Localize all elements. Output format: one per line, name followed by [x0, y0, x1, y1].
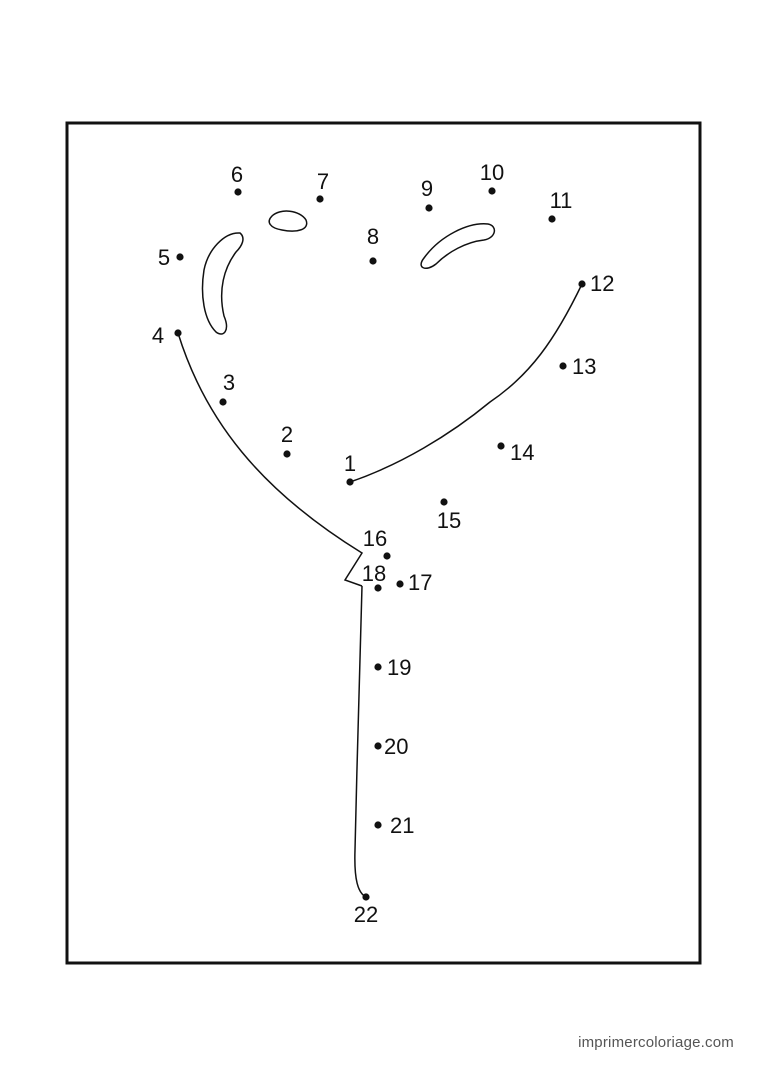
- dot-number-label: 9: [421, 176, 433, 201]
- dot-3: 3: [219, 370, 235, 406]
- dot-point: [176, 253, 184, 261]
- dot-number-label: 20: [384, 734, 408, 759]
- dot-number-label: 11: [550, 188, 573, 213]
- dot-10: 10: [480, 160, 504, 195]
- dot-number-label: 10: [480, 160, 504, 185]
- dot-point: [234, 188, 242, 196]
- dot-point: [578, 280, 586, 288]
- dot-point: [362, 893, 370, 901]
- dot-point: [374, 742, 382, 750]
- dot-number-label: 16: [363, 526, 387, 551]
- dot-number-label: 3: [223, 370, 235, 395]
- dot-21: 21: [374, 813, 414, 838]
- dot-14: 14: [497, 440, 534, 465]
- dot-number-label: 13: [572, 354, 596, 379]
- dot-number-label: 15: [437, 508, 461, 533]
- dot-13: 13: [559, 354, 596, 379]
- dot-number-label: 17: [408, 570, 432, 595]
- dot-7: 7: [316, 169, 329, 203]
- balloon-outline-right: [349, 283, 583, 483]
- dot-point: [219, 398, 227, 406]
- dot-5: 5: [158, 245, 184, 270]
- dot-number-label: 2: [281, 422, 293, 447]
- dot-number-label: 14: [510, 440, 534, 465]
- dot-12: 12: [578, 271, 614, 296]
- dot-number-label: 5: [158, 245, 170, 270]
- dot-point: [488, 187, 496, 195]
- dot-point: [174, 329, 182, 337]
- worksheet-frame: [65, 121, 702, 965]
- dot-point: [548, 215, 556, 223]
- site-watermark: imprimercoloriage.com: [578, 1034, 734, 1051]
- dot-6: 6: [231, 162, 243, 196]
- dot-point: [369, 257, 377, 265]
- dot-16: 16: [363, 526, 391, 560]
- dot-point: [374, 663, 382, 671]
- dot-20: 20: [374, 734, 408, 759]
- dot-number-label: 12: [590, 271, 614, 296]
- dot-number-label: 18: [362, 561, 386, 586]
- balloon-string: [354, 585, 367, 898]
- dot-point: [346, 478, 354, 486]
- dot-point: [374, 821, 382, 829]
- balloon-highlight-top: [268, 210, 308, 232]
- dot-9: 9: [421, 176, 433, 212]
- dot-point: [283, 450, 291, 458]
- dot-number-label: 1: [344, 451, 356, 476]
- dot-point: [316, 195, 324, 203]
- dot-point: [440, 498, 448, 506]
- dot-number-label: 6: [231, 162, 243, 187]
- dot-15: 15: [437, 498, 461, 533]
- dot-point: [559, 362, 567, 370]
- dot-number-label: 19: [387, 655, 411, 680]
- dot-18: 18: [362, 561, 386, 592]
- dot-number-label: 21: [390, 813, 414, 838]
- balloon-highlight-right: [420, 223, 496, 269]
- dot-11: 11: [548, 188, 572, 223]
- balloon-outline-left: [177, 332, 364, 587]
- dot-number-label: 8: [367, 224, 379, 249]
- dot-point: [425, 204, 433, 212]
- dot-point: [497, 442, 505, 450]
- dot-number-label: 7: [317, 169, 329, 194]
- dot-19: 19: [374, 655, 411, 680]
- dot-17: 17: [396, 570, 432, 595]
- dot-2: 2: [281, 422, 293, 458]
- dot-22: 22: [354, 893, 378, 927]
- dot-4: 4: [152, 323, 182, 348]
- dot-point: [383, 552, 391, 560]
- balloon-highlight-left: [201, 232, 244, 335]
- dot-point: [374, 584, 382, 592]
- dot-1: 1: [344, 451, 356, 486]
- dot-number-label: 4: [152, 323, 164, 348]
- dot-8: 8: [367, 224, 379, 265]
- dot-point: [396, 580, 404, 588]
- dot-number-label: 22: [354, 902, 378, 927]
